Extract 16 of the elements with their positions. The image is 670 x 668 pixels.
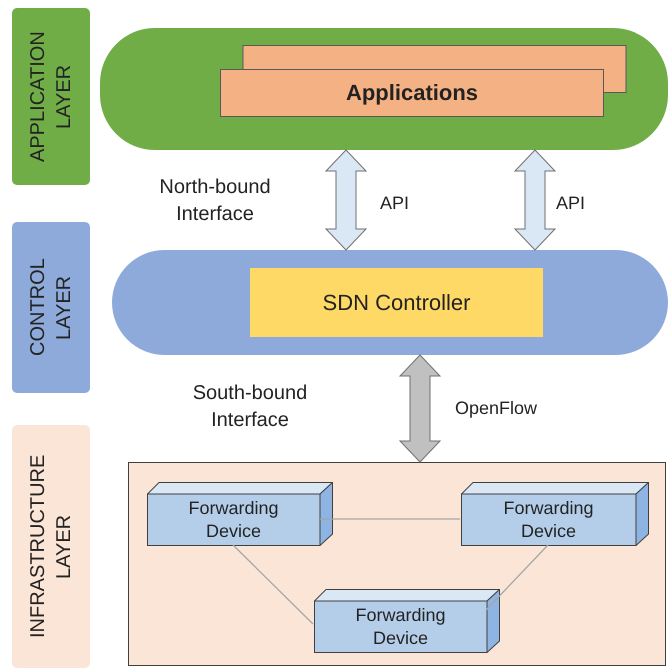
infrastructure-panel xyxy=(128,462,666,666)
double-arrow xyxy=(398,354,442,463)
double-arrow xyxy=(514,149,556,251)
layer-label: INFRASTRUCTURE LAYER xyxy=(12,425,90,668)
controller-box: SDN Controller xyxy=(250,268,543,337)
layer-label: APPLICATION LAYER xyxy=(12,8,90,185)
connection-line xyxy=(486,544,548,610)
double-arrow xyxy=(324,149,368,251)
connection-line xyxy=(320,518,460,520)
edge-label: OpenFlow xyxy=(455,398,538,419)
edge-label: API xyxy=(556,193,586,214)
interface-label: North-bound Interface xyxy=(158,175,272,227)
layer-label: CONTROL LAYER xyxy=(12,222,90,393)
edge-label: API xyxy=(380,193,410,214)
interface-label: South-bound Interface xyxy=(192,381,308,433)
connection-line xyxy=(232,544,314,624)
